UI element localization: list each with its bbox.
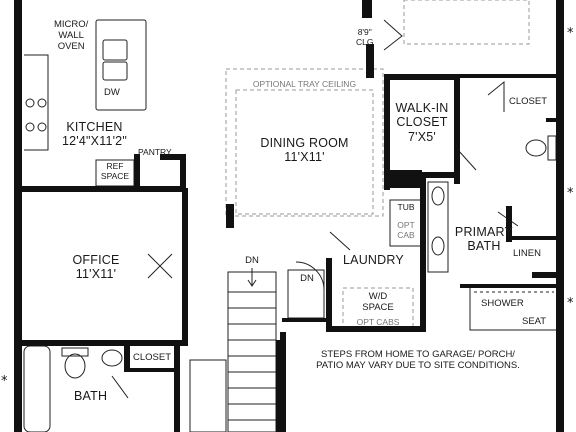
island-sink-left <box>102 39 128 61</box>
tray-ceiling-upper-room <box>403 0 530 45</box>
stair-down-label: DN <box>245 255 259 266</box>
bathtub <box>23 345 51 432</box>
bath-toilet-bowl <box>64 353 86 379</box>
exterior-marker: * <box>567 296 574 311</box>
tray-ceiling-outline <box>225 68 384 217</box>
cooktop-burner <box>37 98 47 108</box>
landing-down-label: DN <box>300 273 314 284</box>
optional-features <box>225 0 530 331</box>
exterior-marker: * <box>1 374 8 389</box>
tub-label: TUB <box>397 202 415 212</box>
closet-door-swing <box>487 80 505 112</box>
ceiling-height-label: 8'9" CLG <box>356 27 374 47</box>
wd-space-label: W/D SPACE <box>362 291 394 313</box>
cooktop-burner <box>25 122 35 132</box>
opt-cab-label: OPT CAB <box>397 220 415 240</box>
kitchen-island <box>95 19 147 111</box>
dw-label: DW <box>104 87 120 98</box>
vanity-sink <box>431 236 445 256</box>
landing-door-swing <box>295 261 325 291</box>
bath-label: BATH <box>74 389 108 403</box>
optional-tray-ceiling-label: OPTIONAL TRAY CEILING <box>252 79 357 89</box>
bath-door-swing <box>111 375 129 399</box>
seat-label: SEAT <box>522 316 547 327</box>
upper-closet-label: CLOSET <box>509 96 548 107</box>
ref-space-label: REF SPACE <box>100 161 130 181</box>
primary-bath-label: PRIMARY BATH <box>454 225 514 254</box>
opt-cabs-label: OPT CABS <box>356 317 400 327</box>
cooktop-burner <box>25 98 35 108</box>
office-door-swing <box>147 253 173 279</box>
toilet-tank <box>547 135 557 161</box>
lower-closet-label: CLOSET <box>133 352 172 363</box>
laundry-label: LAUNDRY <box>343 253 404 267</box>
vanity <box>427 181 449 273</box>
walk-in-closet-label: WALK-IN CLOSET 7'X5' <box>395 101 449 144</box>
island-sink-right <box>102 61 128 81</box>
shower-label: SHOWER <box>481 298 524 309</box>
site-conditions-note: STEPS FROM HOME TO GARAGE/ PORCH/ PATIO … <box>316 349 520 371</box>
staircase <box>227 271 277 432</box>
clg-door-swing <box>383 19 403 51</box>
tray-ceiling-inner <box>235 89 374 215</box>
office-label: OFFICE 11'X11' <box>72 253 120 282</box>
toilet-bowl <box>525 139 547 157</box>
kitchen-label: KITCHEN 12'4"X11'2" <box>62 120 127 149</box>
kitchen-counter <box>24 54 49 151</box>
fixtures <box>23 19 559 432</box>
laundry-door-swing <box>329 231 351 251</box>
dining-room-label: DINING ROOM 11'X11' <box>260 136 349 165</box>
cooktop-burner <box>37 122 47 132</box>
exterior-marker: * <box>567 186 574 201</box>
bath-sink <box>101 349 123 367</box>
vanity-sink <box>431 186 445 206</box>
pantry-label: PANTRY <box>138 147 172 157</box>
exterior-marker: * <box>567 26 574 41</box>
bath-toilet-tank <box>61 347 89 357</box>
micro-wall-oven-label: MICRO/ WALL OVEN <box>54 19 89 52</box>
linen-label: LINEN <box>513 248 541 259</box>
walls <box>14 0 564 432</box>
lower-hall-box <box>189 359 227 432</box>
